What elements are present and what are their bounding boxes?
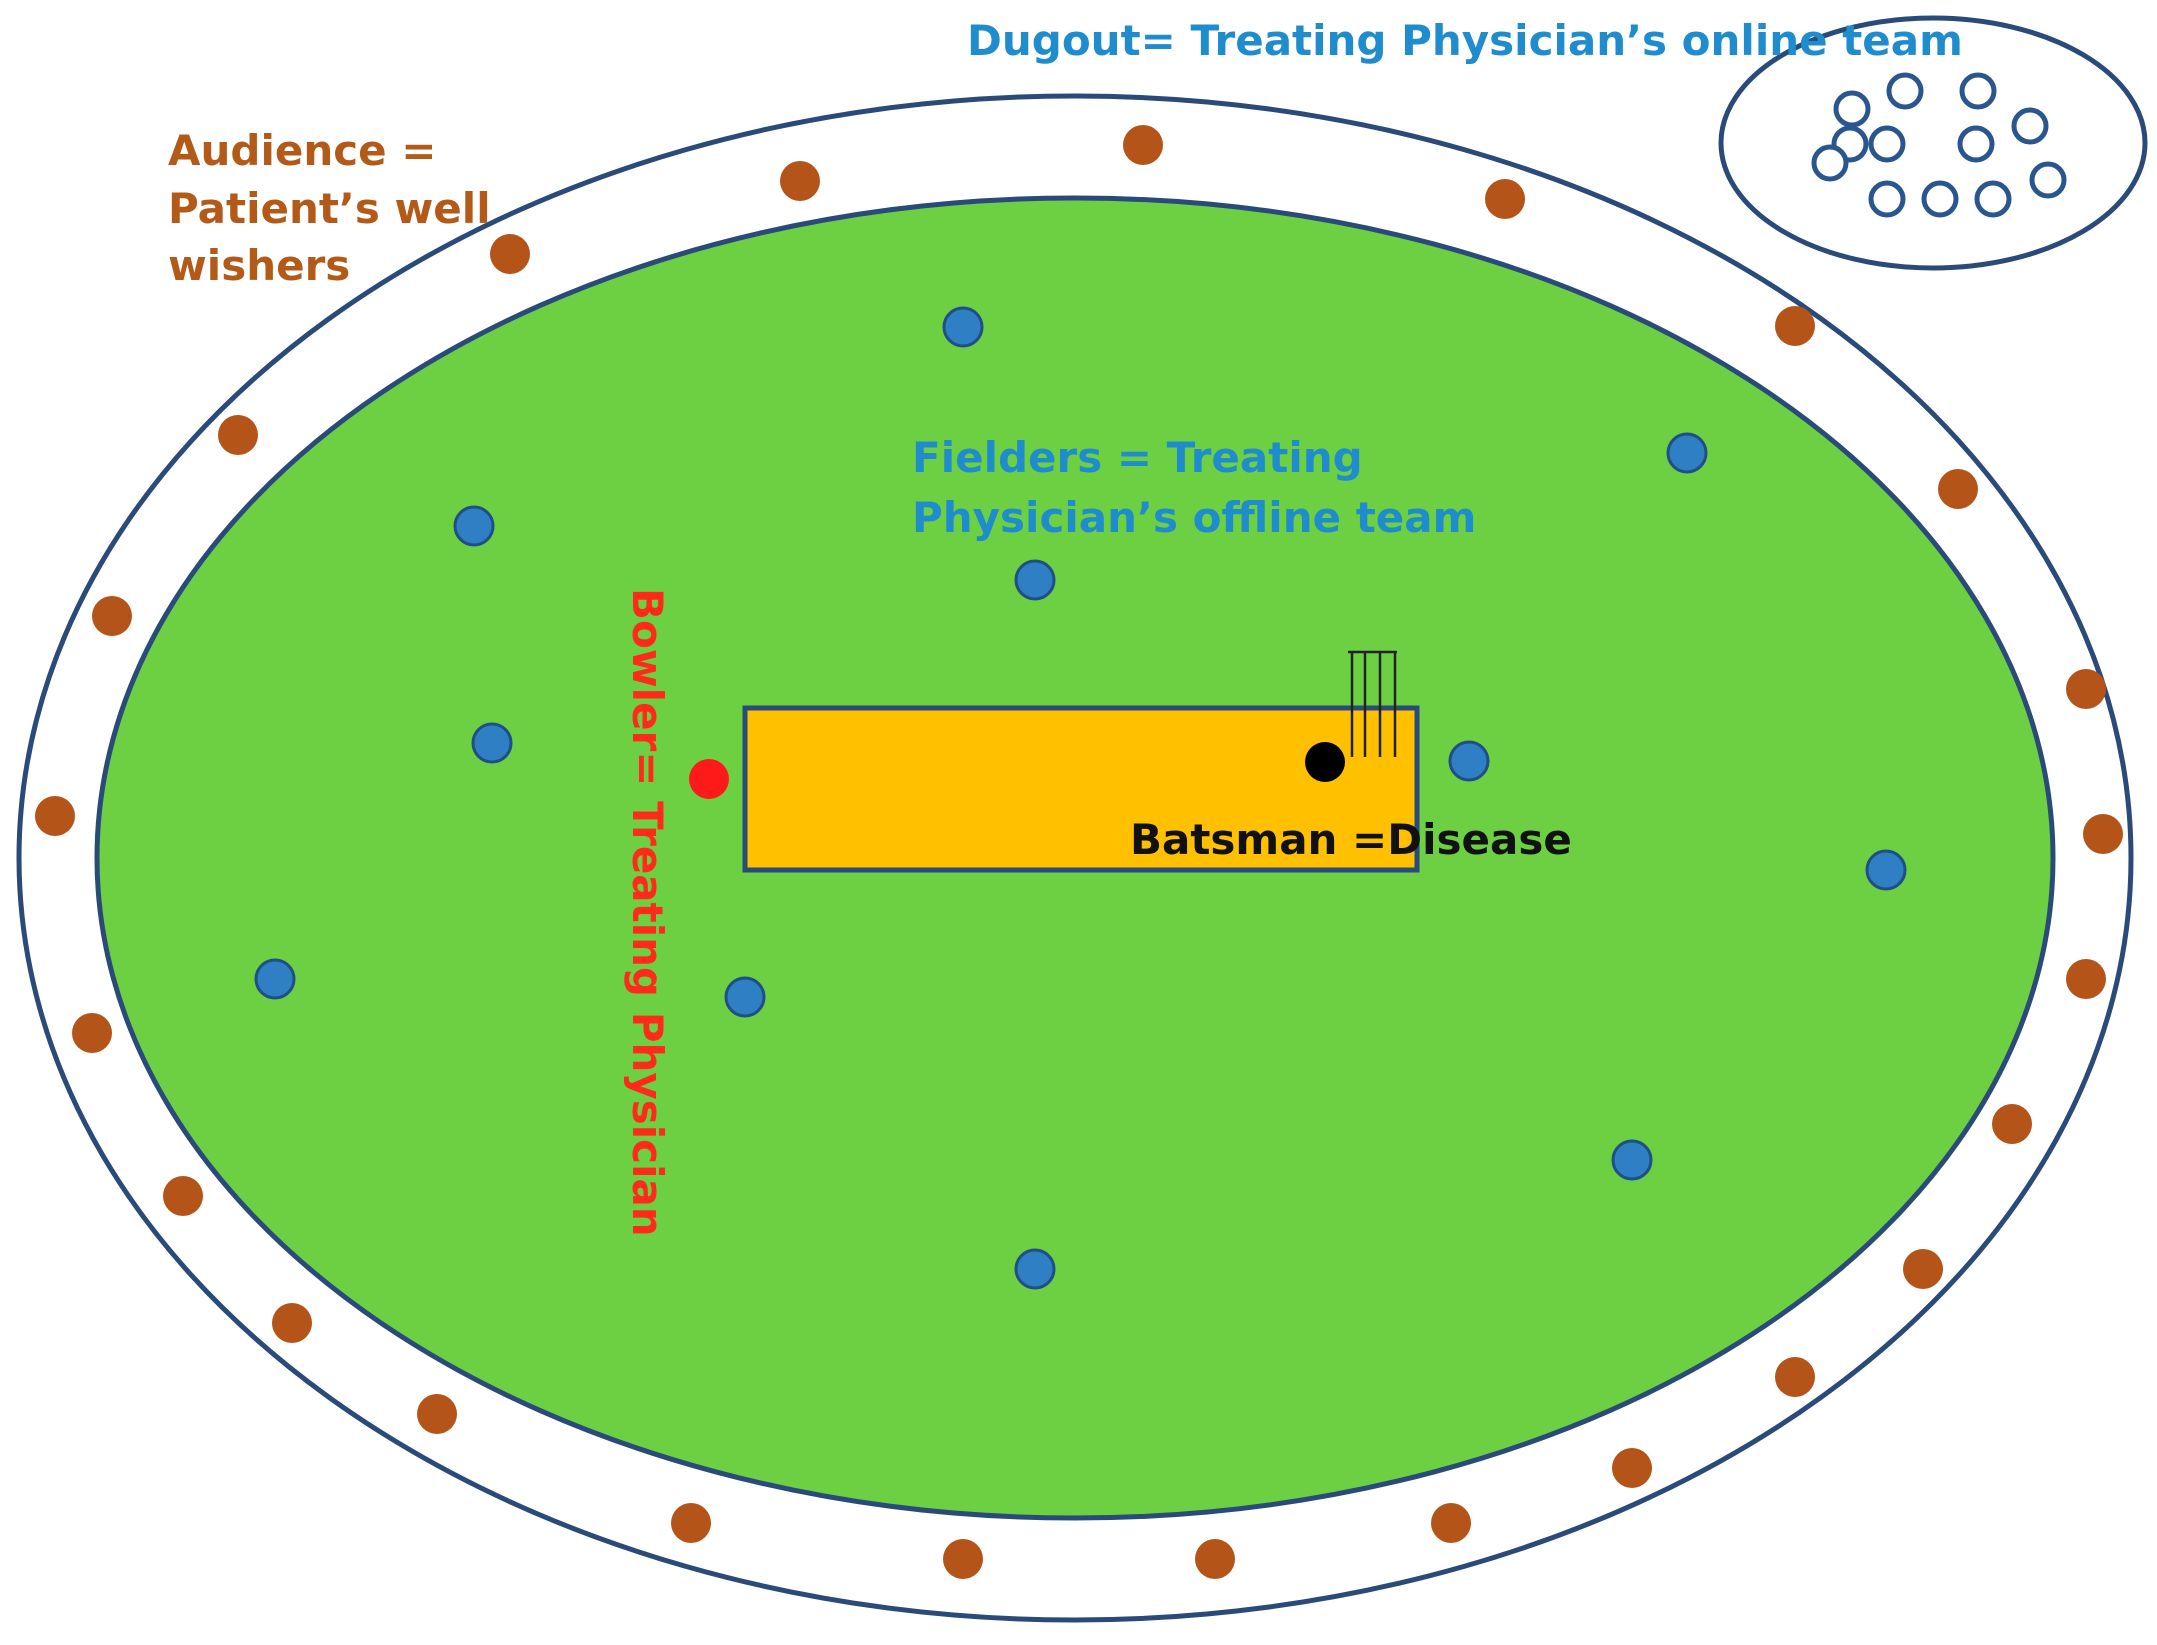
dugout xyxy=(1718,15,2148,271)
audience-dot xyxy=(218,415,258,455)
dugout-member-circle xyxy=(1811,144,1849,182)
dugout-member-circle xyxy=(1868,125,1906,163)
audience-label-line1: Audience = xyxy=(168,126,436,175)
dugout-member-circle xyxy=(1974,180,2012,218)
fielders-label-line2: Physician’s offline team xyxy=(912,493,1476,542)
fielder-dot xyxy=(471,722,513,764)
audience-dot xyxy=(272,1303,312,1343)
fielder-dot xyxy=(1014,559,1056,601)
dugout-member-circle xyxy=(1957,125,1995,163)
audience-dot xyxy=(1612,1448,1652,1488)
dugout-member-circle xyxy=(1886,72,1924,110)
fielder-dot xyxy=(1865,849,1907,891)
audience-dot xyxy=(2083,814,2123,854)
dugout-members xyxy=(1811,72,2067,218)
audience-dot xyxy=(1431,1503,1471,1543)
dugout-member-circle xyxy=(2011,107,2049,145)
fielder-dot xyxy=(724,976,766,1018)
bowler-label: Bowler= Treating Physician xyxy=(623,588,672,1237)
pitch xyxy=(742,705,1420,873)
audience-dot xyxy=(780,161,820,201)
fielder-dot xyxy=(254,958,296,1000)
audience-dots xyxy=(35,125,2123,1579)
audience-dot xyxy=(163,1176,203,1216)
audience-dot xyxy=(490,234,530,274)
audience-dot xyxy=(92,596,132,636)
audience-dot xyxy=(1903,1249,1943,1289)
audience-dot xyxy=(1485,179,1525,219)
stumps xyxy=(1348,650,1397,757)
audience-dot xyxy=(417,1394,457,1434)
audience-dot xyxy=(671,1503,711,1543)
audience-label-line3: wishers xyxy=(168,241,350,290)
audience-dot xyxy=(1938,469,1978,509)
fielder-dot xyxy=(1666,432,1708,474)
audience-dot xyxy=(2066,669,2106,709)
dugout-member-circle xyxy=(1959,72,1997,110)
audience-dot xyxy=(943,1539,983,1579)
audience-dot xyxy=(2066,959,2106,999)
fielder-dot xyxy=(942,306,984,348)
audience-dot xyxy=(1775,1357,1815,1397)
fielder-dot xyxy=(1611,1139,1653,1181)
audience-dot xyxy=(1775,306,1815,346)
audience-dot xyxy=(1195,1539,1235,1579)
fielder-dots xyxy=(254,306,1907,1290)
audience-dot xyxy=(1123,125,1163,165)
fielders-label-line1: Fielders = Treating xyxy=(912,433,1363,482)
dugout-member-circle xyxy=(1833,90,1871,128)
fielder-dot xyxy=(1448,740,1490,782)
audience-label-line2: Patient’s well xyxy=(168,184,491,233)
dugout-label: Dugout= Treating Physician’s online team xyxy=(967,16,1963,65)
audience-dot xyxy=(1992,1104,2032,1144)
fielder-dot xyxy=(453,505,495,547)
dugout-member-circle xyxy=(2029,161,2067,199)
bowler-dot xyxy=(689,759,729,799)
fielder-dot xyxy=(1014,1248,1056,1290)
audience-dot xyxy=(35,796,75,836)
dugout-member-circle xyxy=(1921,180,1959,218)
batsman-label: Batsman =Disease xyxy=(1130,815,1572,864)
batsman-dot xyxy=(1305,742,1345,782)
dugout-member-circle xyxy=(1868,180,1906,218)
audience-dot xyxy=(72,1013,112,1053)
